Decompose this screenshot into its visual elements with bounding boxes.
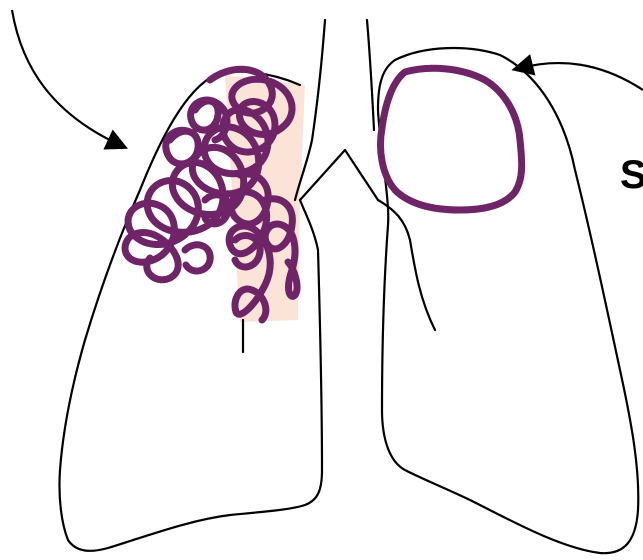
cavity-ring-lesion — [381, 68, 522, 210]
right-lung-outline — [378, 48, 638, 553]
right-callout-label: S — [620, 153, 643, 197]
carina — [300, 150, 378, 200]
trachea-right-wall — [367, 20, 374, 130]
arrow-to-tangled-lesion — [12, 10, 120, 145]
